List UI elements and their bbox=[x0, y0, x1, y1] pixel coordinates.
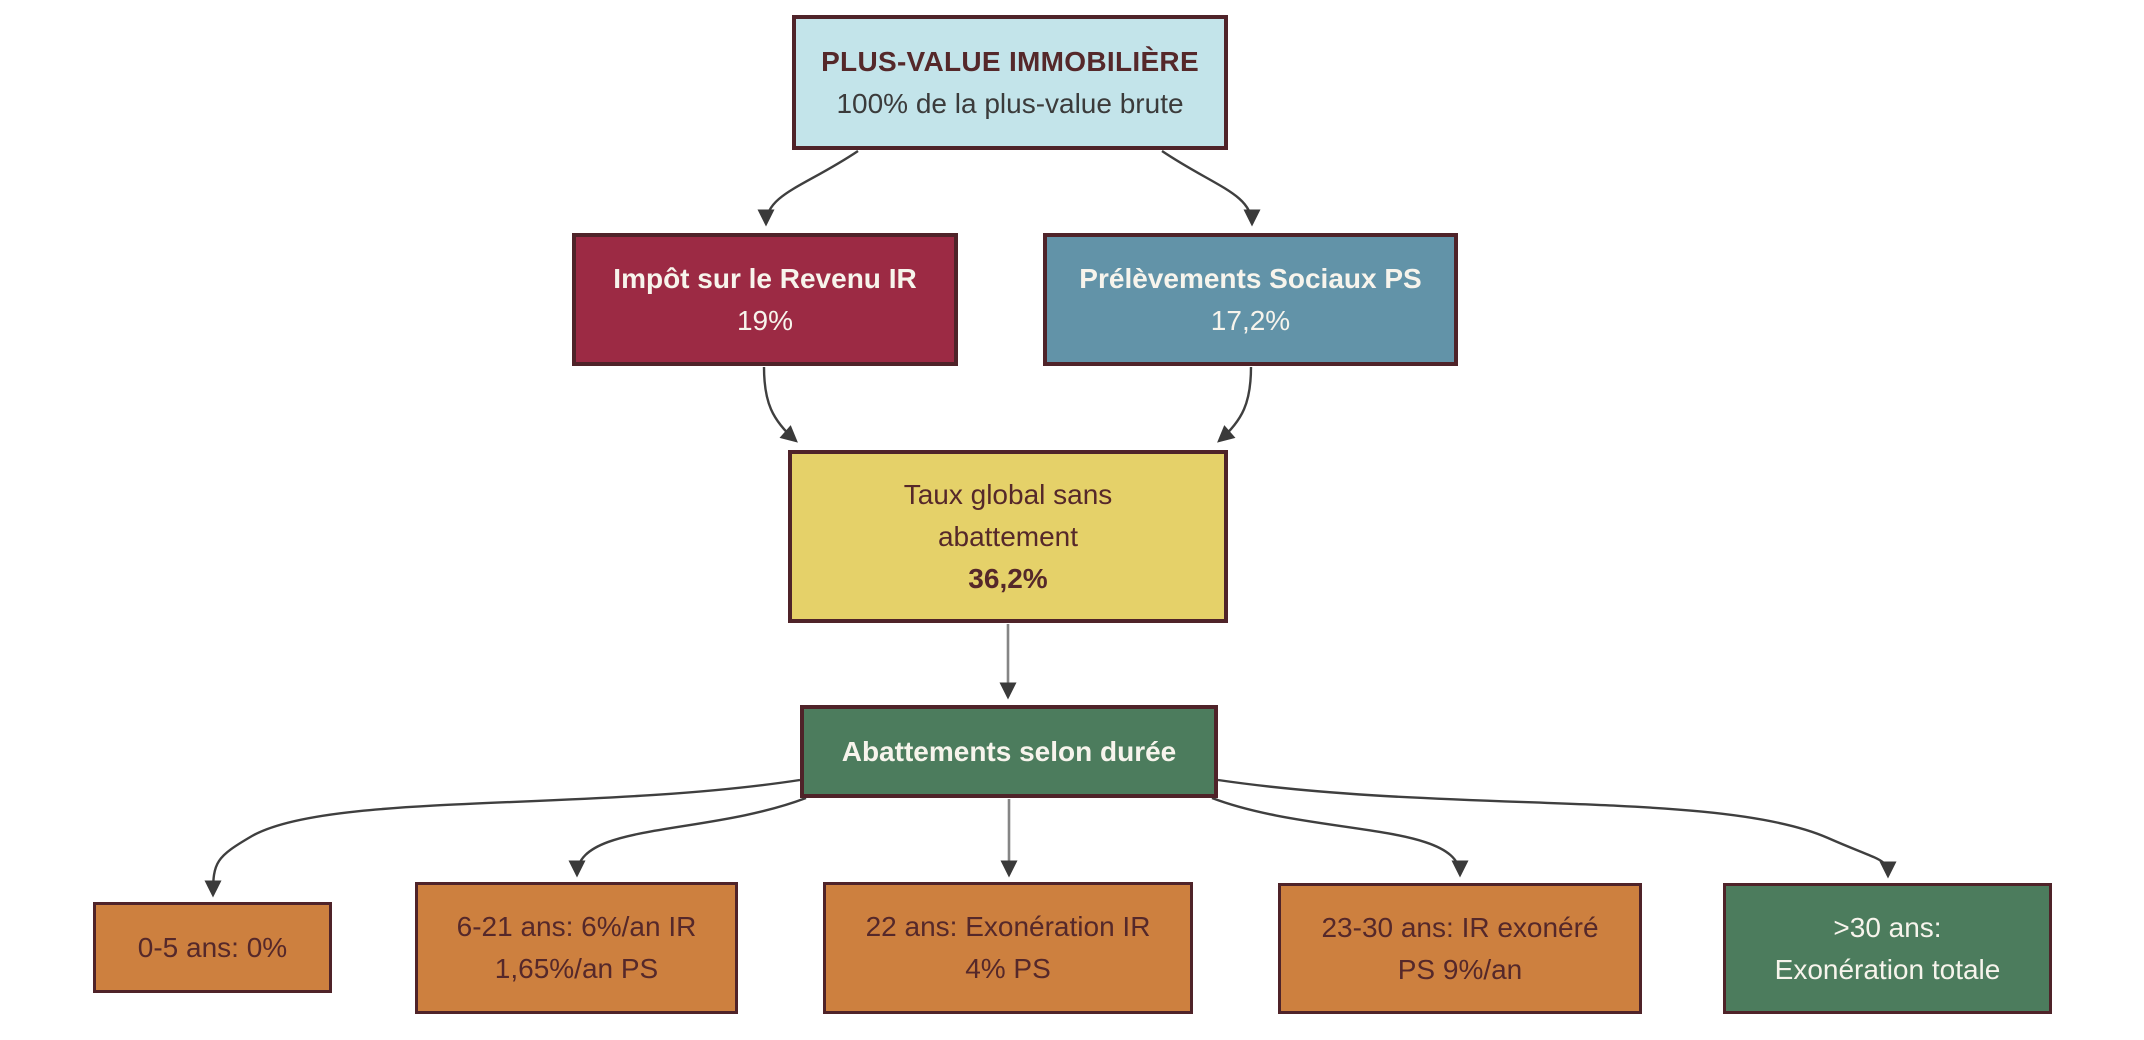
arrow-allowances-to-duration-5 bbox=[1217, 778, 1897, 879]
global-rate-value: 36,2% bbox=[968, 562, 1048, 594]
duration-box-line2: 1,65%/an PS bbox=[494, 953, 659, 984]
arrow-ps-to-global bbox=[1217, 366, 1253, 443]
duration-box-line1: 0-5 ans: 0% bbox=[137, 931, 288, 963]
arrow-root-to-ps bbox=[1161, 150, 1261, 227]
global-rate-line1: Taux global sans bbox=[903, 478, 1113, 510]
income-tax-rate: 19% bbox=[736, 304, 794, 336]
global-rate-box: Taux global sans abattement 36,2% bbox=[788, 450, 1228, 623]
duration-box-over-30-ans: >30 ans: Exonération totale bbox=[1723, 883, 2052, 1014]
duration-box-0-5-ans: 0-5 ans: 0% bbox=[93, 902, 332, 993]
arrow-allowances-to-duration-2 bbox=[568, 796, 807, 878]
gross-gain-title: PLUS-VALUE IMMOBILIÈRE bbox=[821, 45, 1199, 77]
gross-gain-box: PLUS-VALUE IMMOBILIÈRE 100% de la plus-v… bbox=[792, 15, 1228, 150]
income-tax-title: Impôt sur le Revenu IR bbox=[613, 262, 917, 294]
social-levies-rate: 17,2% bbox=[1210, 304, 1291, 336]
social-levies-box: Prélèvements Sociaux PS 17,2% bbox=[1043, 233, 1458, 366]
duration-box-line1: >30 ans: bbox=[1833, 911, 1942, 943]
duration-box-line2: 4% PS bbox=[965, 953, 1051, 984]
allowances-box: Abattements selon durée bbox=[800, 705, 1218, 798]
duration-box-line2: Exonération totale bbox=[1774, 953, 2001, 985]
arrow-ir-to-global bbox=[762, 366, 798, 443]
arrow-allowances-to-duration-1 bbox=[204, 778, 801, 898]
duration-box-22-ans: 22 ans: Exonération IR 4% PS bbox=[823, 882, 1193, 1014]
duration-box-line1: 6-21 ans: 6%/an IR bbox=[456, 911, 697, 942]
global-rate-line2: abattement bbox=[937, 520, 1079, 552]
income-tax-box: Impôt sur le Revenu IR 19% bbox=[572, 233, 958, 366]
social-levies-title: Prélèvements Sociaux PS bbox=[1079, 262, 1422, 294]
duration-box-line1: 23-30 ans: IR exonéré bbox=[1321, 911, 1599, 943]
allowances-title: Abattements selon durée bbox=[841, 735, 1177, 767]
duration-box-23-30-ans: 23-30 ans: IR exonéré PS 9%/an bbox=[1278, 883, 1642, 1014]
arrow-root-to-ir bbox=[757, 150, 859, 227]
gross-gain-subtitle: 100% de la plus-value brute bbox=[836, 87, 1184, 119]
duration-box-6-21-ans: 6-21 ans: 6%/an IR 1,65%/an PS bbox=[415, 882, 738, 1014]
duration-box-line2: PS 9%/an bbox=[1397, 953, 1523, 985]
duration-box-line1: 22 ans: Exonération IR bbox=[865, 911, 1151, 942]
arrow-allowances-to-duration-4 bbox=[1211, 796, 1469, 878]
